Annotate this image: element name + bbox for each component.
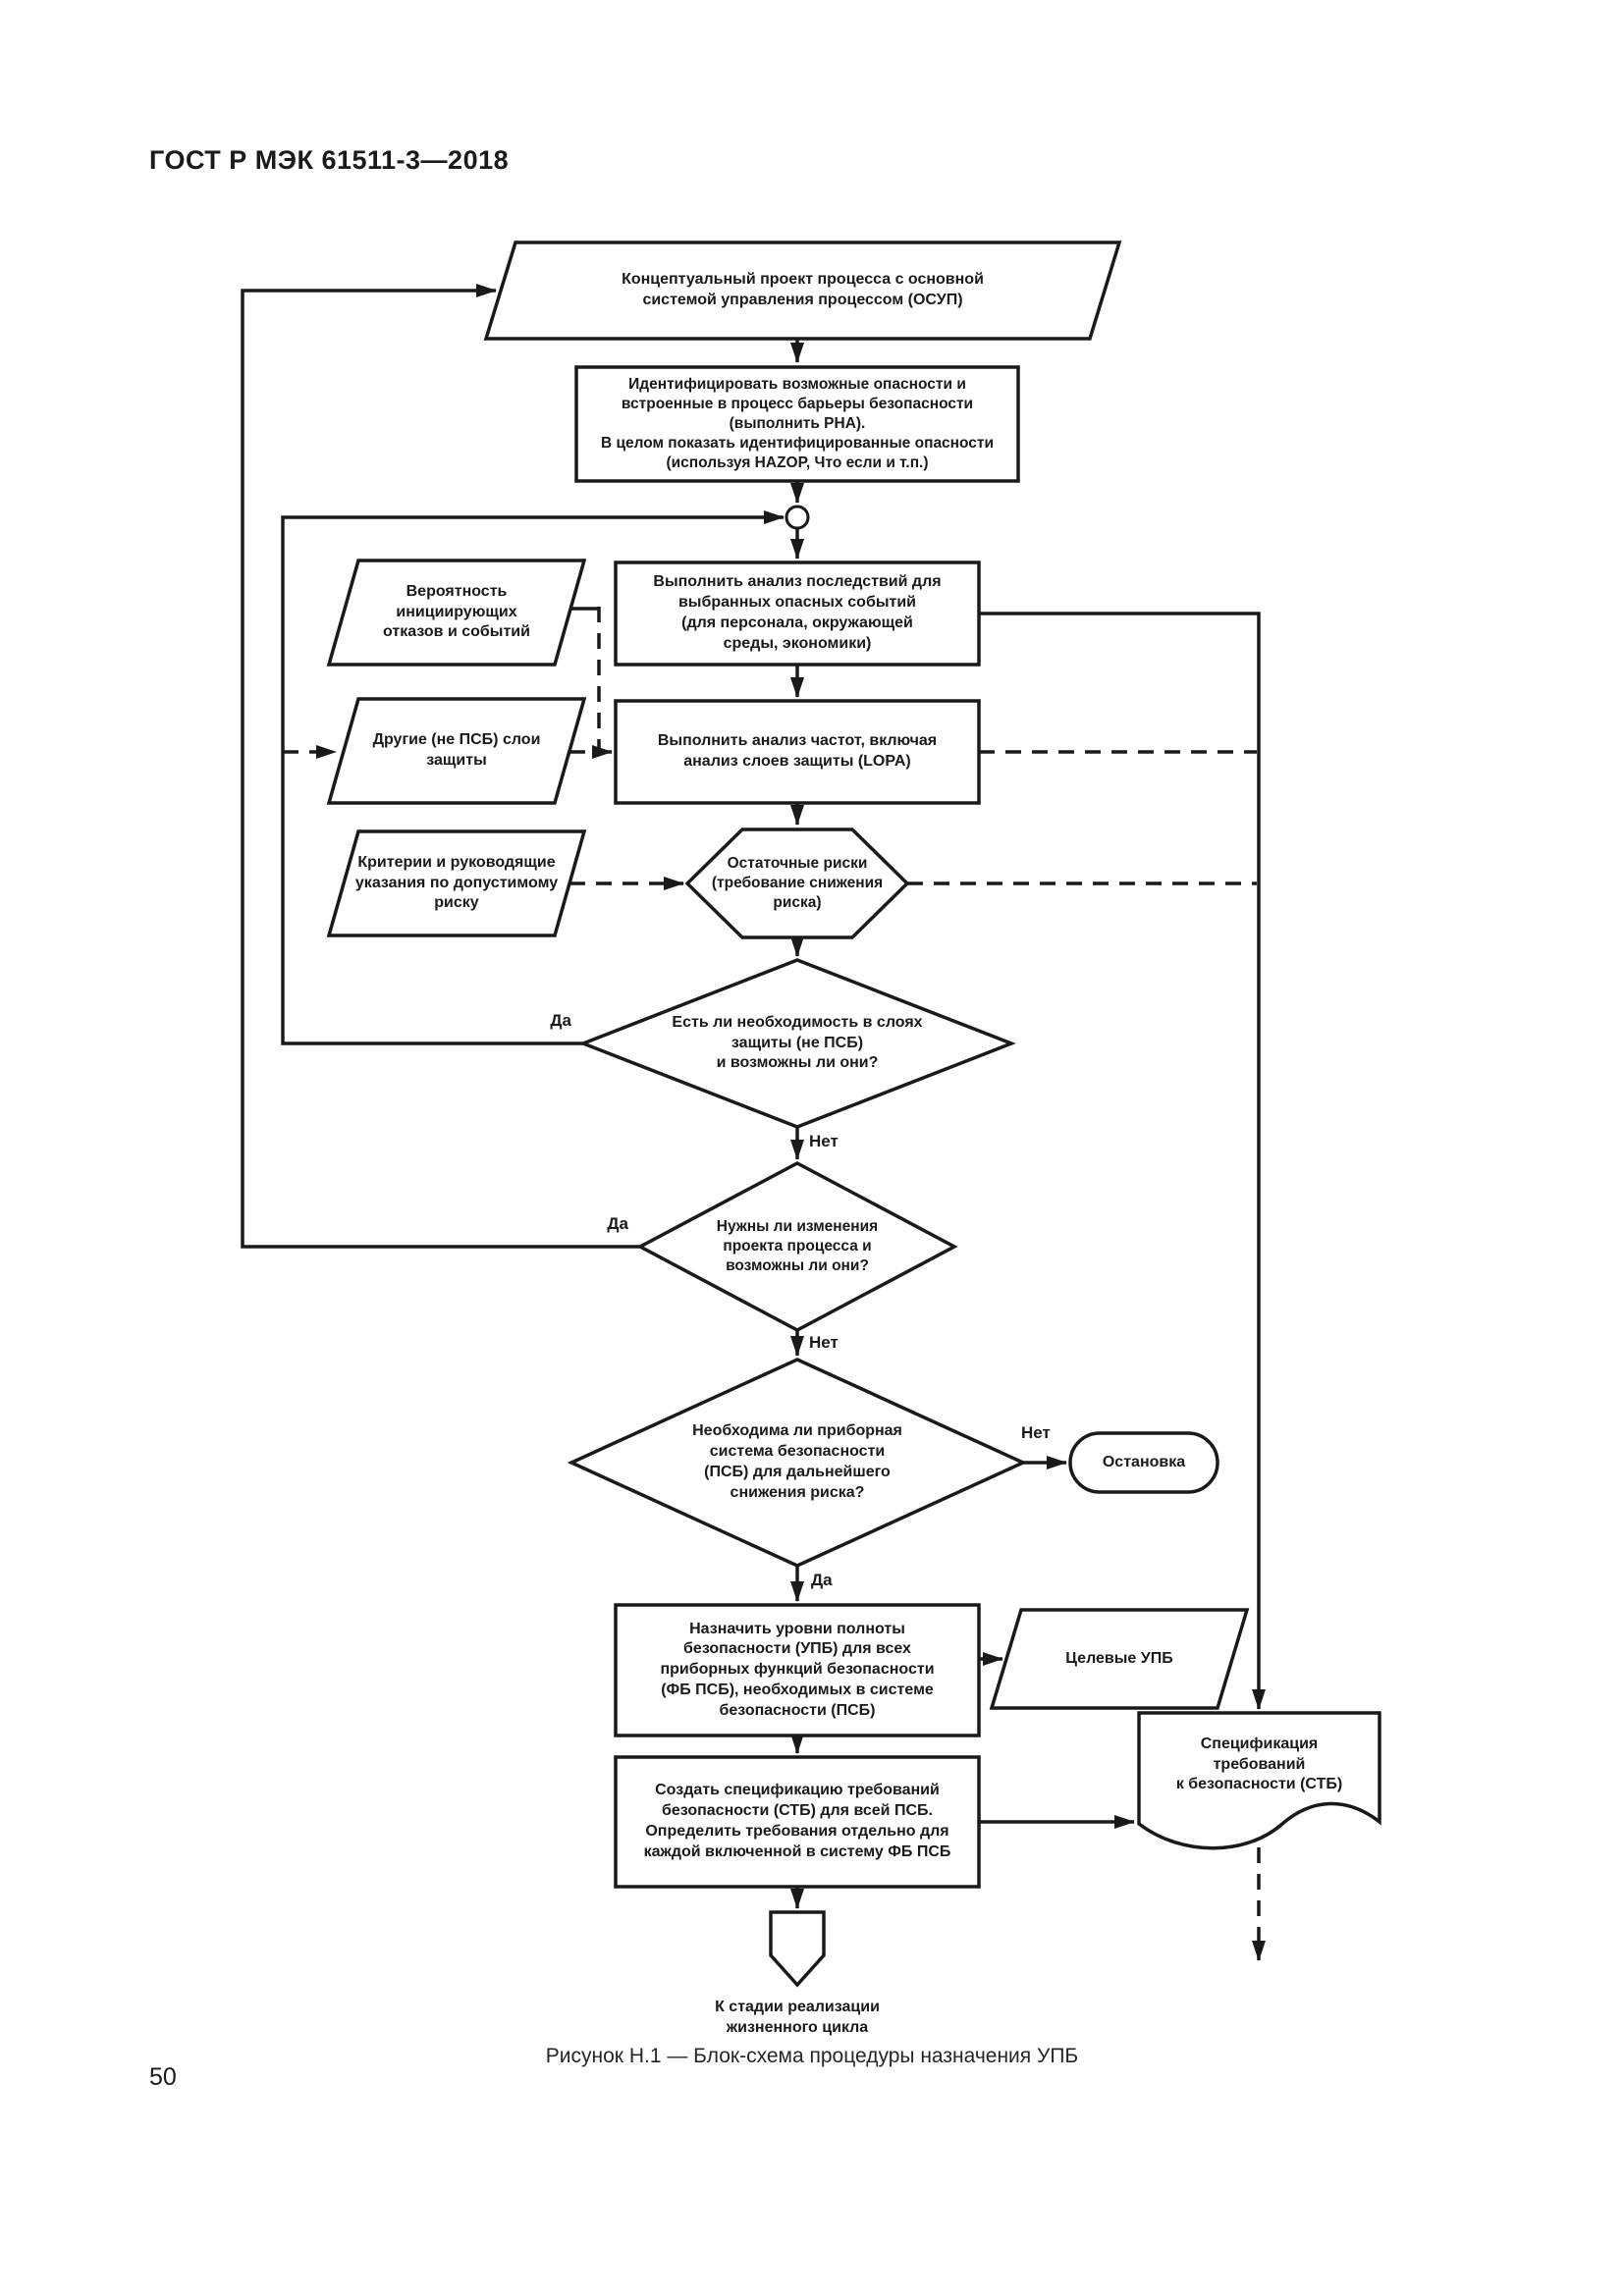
standard-header: ГОСТ Р МЭК 61511-3—2018: [149, 145, 510, 175]
edge-consequence-right-to-document: [979, 612, 1266, 1710]
probability-parallelogram-shape: [326, 559, 587, 667]
decision1-diamond-shape: [578, 958, 1016, 1129]
create-srs-box-shape: [614, 1755, 981, 1889]
start-parallelogram-shape: [483, 240, 1122, 341]
decision2-yes-label: Да: [607, 1214, 628, 1233]
edge-decision1-yes-feedback: [281, 510, 785, 1045]
assign-sil-box-shape: [614, 1603, 981, 1737]
target-sil-parallelogram-shape: [989, 1608, 1250, 1710]
other-layers-parallelogram-shape: [326, 697, 587, 805]
figure-caption: Рисунок Н.1 — Блок-схема процедуры назна…: [545, 2045, 1079, 2067]
junction-connector-shape: [785, 505, 810, 530]
decision3-no-label: Нет: [1021, 1423, 1051, 1442]
decision1-yes-label: Да: [550, 1011, 571, 1030]
decision3-diamond-shape: [567, 1358, 1028, 1568]
frequency-box-shape: [614, 699, 981, 805]
offpage-pentagon-shape: [769, 1910, 826, 1988]
criteria-parallelogram-shape: [326, 829, 587, 937]
decision2-diamond-shape: [636, 1161, 958, 1332]
srs-document-shape: [1137, 1711, 1381, 1850]
stop-terminator-shape: [1068, 1431, 1219, 1494]
decision2-no-label: Нет: [809, 1333, 839, 1352]
consequence-box-shape: [614, 561, 981, 667]
decision1-no-label: Нет: [809, 1132, 839, 1150]
page-number: 50: [149, 2063, 177, 2091]
identify-hazards-box-shape: [574, 365, 1020, 483]
edge-decision2-yes-feedback: [241, 284, 640, 1249]
decision3-yes-label: Да: [811, 1571, 833, 1589]
residual-hexagon-shape: [684, 828, 910, 939]
